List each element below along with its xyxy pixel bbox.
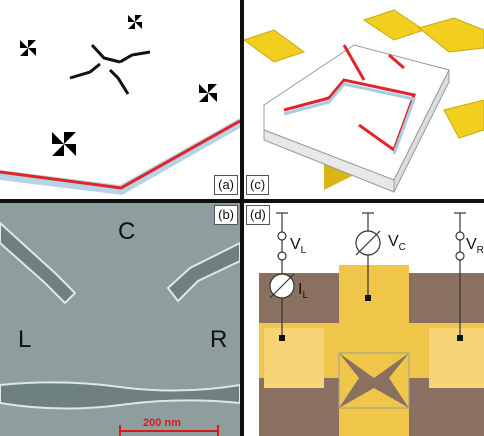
- panel-a: (a): [0, 0, 240, 199]
- scale-bar-label: 200 nm: [143, 417, 181, 429]
- alignment-mark-1: [20, 40, 36, 56]
- panel-b-tag: (b): [214, 205, 238, 225]
- panel-b-drawing: [0, 221, 240, 436]
- voltage-center-label: VC: [388, 233, 406, 254]
- panel-d: VL IL VC VR (d): [244, 203, 484, 436]
- voltage-right-label: VR: [466, 236, 484, 257]
- label-c: C: [118, 218, 136, 245]
- panel-d-tag: (d): [246, 205, 270, 225]
- device-structure: [69, 43, 151, 95]
- panel-a-tag: (a): [214, 175, 238, 195]
- alignment-mark-3: [199, 84, 217, 102]
- panel-b: C L R 200 nm (b): [0, 203, 240, 436]
- panel-a-drawing: [0, 0, 240, 195]
- current-left-label: IL: [298, 281, 309, 302]
- voltage-left-label: VL: [290, 236, 307, 257]
- panel-d-drawing: [259, 212, 484, 436]
- panel-c: (c): [244, 0, 484, 199]
- alignment-mark-4: [52, 132, 76, 156]
- horizontal-divider: [0, 199, 484, 203]
- vertical-divider: [240, 0, 244, 436]
- label-l: L: [18, 326, 32, 353]
- panel-c-tag: (c): [246, 175, 270, 195]
- panel-c-drawing: [244, 9, 484, 193]
- alignment-mark-2: [128, 15, 142, 29]
- label-r: R: [210, 326, 228, 353]
